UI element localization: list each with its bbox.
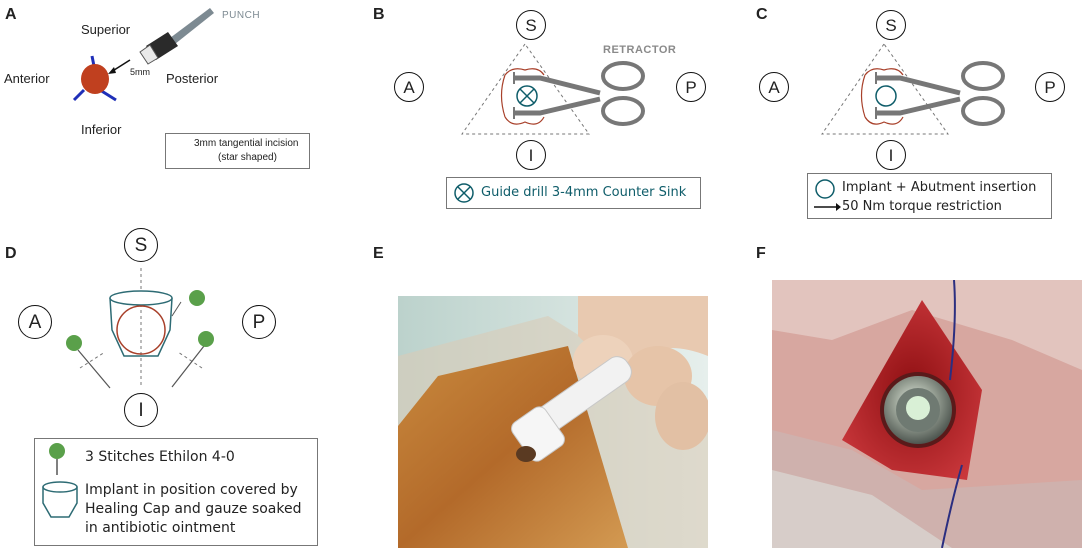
legend-implant-line3: in antibiotic ointment (85, 520, 236, 536)
label-punch: PUNCH (222, 10, 261, 21)
legend-box-d: 3 Stitches Ethilon 4-0 Implant in positi… (34, 438, 318, 546)
panel-d-drawing (66, 268, 214, 389)
incision-line (72, 88, 86, 102)
surgical-photo-e (398, 296, 708, 548)
healing-cap-icon (109, 290, 173, 357)
legend-box-a: 3mm tangential incision (star shaped) (165, 133, 310, 169)
arrow-right-icon (814, 203, 841, 211)
legend-implant-insertion: Implant + Abutment insertion (842, 180, 1037, 195)
stitch-icon (171, 290, 205, 317)
marker-posterior: P (676, 72, 706, 102)
panel-label-e: E (373, 245, 384, 262)
panel-label-d: D (5, 245, 17, 262)
panel-label-b: B (373, 6, 385, 23)
panel-b-drawing (461, 43, 645, 135)
tissue-flap (504, 116, 545, 125)
tissue-flap (860, 74, 866, 118)
tissue-flap (504, 68, 545, 76)
marker-inferior: I (876, 140, 906, 170)
marker-anterior: A (394, 72, 424, 102)
panel-c-drawing (821, 43, 1005, 135)
photo-implant (772, 280, 1082, 548)
arrow-head-icon (108, 67, 116, 74)
stitch-icon (66, 335, 111, 389)
surgical-photo-f (772, 280, 1082, 548)
panel-label-f: F (756, 245, 766, 262)
legend-implant-line2: Healing Cap and gauze soaked (85, 501, 302, 517)
tissue-flap (864, 116, 904, 125)
retractor-icon (513, 61, 645, 126)
legend-implant-line1: Implant in position covered by (85, 482, 298, 498)
implant-legend-icon (815, 179, 835, 199)
retractor-icon (875, 61, 1005, 126)
incision-line (99, 88, 117, 102)
marker-posterior: P (242, 305, 276, 339)
legend-stitches: 3 Stitches Ethilon 4-0 (85, 449, 235, 465)
guide-line (177, 351, 203, 369)
guide-line (79, 351, 106, 369)
label-superior: Superior (81, 22, 131, 37)
legend-box-c: Implant + Abutment insertion 50 Nm torqu… (807, 173, 1052, 219)
marker-inferior: I (124, 393, 158, 427)
marker-anterior: A (18, 305, 52, 339)
label-inferior: Inferior (81, 122, 122, 137)
guide-drill-icon (516, 85, 538, 107)
marker-superior: S (124, 228, 158, 262)
marker-anterior: A (759, 72, 789, 102)
legend-torque: 50 Nm torque restriction (842, 199, 1002, 214)
stitch-legend-icon (49, 443, 65, 475)
marker-inferior: I (516, 140, 546, 170)
photo-drilling (398, 296, 708, 548)
guide-triangle (461, 43, 590, 135)
implant-icon (875, 85, 897, 107)
stitch-icon (171, 331, 214, 388)
tissue-flap (500, 74, 506, 118)
panel-label-c: C (756, 6, 768, 23)
tissue-flap (864, 68, 904, 76)
healing-cap-legend-icon (42, 481, 78, 518)
marker-posterior: P (1035, 72, 1065, 102)
legend-icons (42, 443, 78, 518)
guide-drill-legend-icon (454, 183, 474, 203)
legend-incision-text: 3mm tangential incision (194, 138, 299, 149)
guide-triangle (821, 43, 949, 135)
punch-icon (139, 8, 214, 65)
legend-box-b: Guide drill 3-4mm Counter Sink (446, 177, 701, 209)
incision-site (81, 64, 109, 94)
label-posterior: Posterior (166, 71, 219, 86)
legend-incision-subtext: (star shaped) (218, 152, 277, 163)
marker-superior: S (876, 10, 906, 40)
label-anterior: Anterior (4, 71, 50, 86)
marker-superior: S (516, 10, 546, 40)
panel-label-a: A (5, 6, 17, 23)
label-distance: 5mm (130, 67, 150, 77)
legend-guide-drill: Guide drill 3-4mm Counter Sink (481, 185, 687, 200)
label-retractor: RETRACTOR (603, 44, 677, 56)
